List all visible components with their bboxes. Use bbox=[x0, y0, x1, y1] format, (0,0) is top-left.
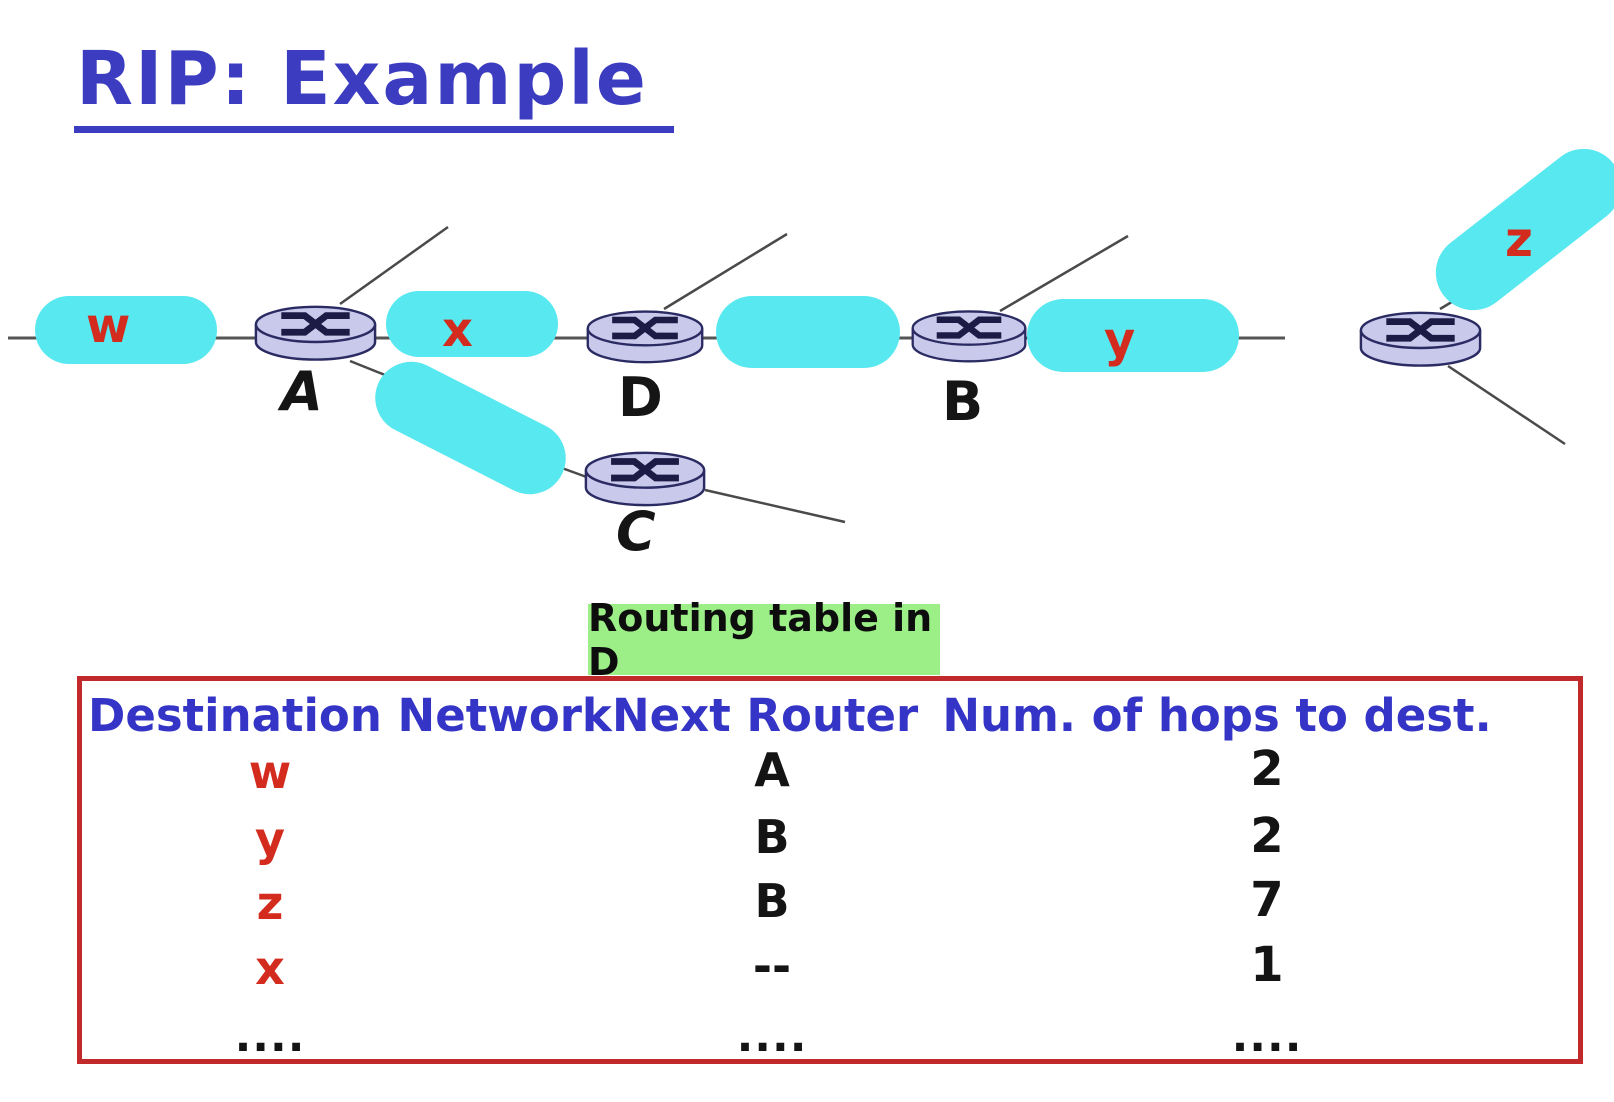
table-cell-dest: y bbox=[255, 812, 285, 866]
routing-table: Destination Network Next Router Num. of … bbox=[77, 676, 1583, 1064]
router-label-A: A bbox=[281, 360, 323, 423]
router-right bbox=[1357, 306, 1484, 373]
table-cell-dest: x bbox=[255, 941, 285, 995]
router-label-B: B bbox=[942, 370, 984, 433]
routing-table-caption-text: Routing table in D bbox=[588, 595, 933, 684]
network-label-z: z bbox=[1505, 212, 1533, 268]
page-title: RIP: Example bbox=[74, 36, 674, 133]
router-A bbox=[252, 300, 379, 367]
table-cell-next: A bbox=[754, 743, 790, 797]
router-D bbox=[584, 305, 706, 369]
router-B bbox=[909, 305, 1029, 368]
table-cell-next: -- bbox=[752, 939, 792, 993]
switch-fabric-icon bbox=[936, 316, 1002, 339]
column-header-num-hops: Num. of hops to dest. bbox=[942, 689, 1492, 742]
table-cell-dest: .... bbox=[234, 1011, 306, 1062]
table-cell-hops: 2 bbox=[1250, 741, 1284, 797]
column-header-destination: Destination Network bbox=[88, 689, 612, 742]
network-cloud-y bbox=[1027, 299, 1239, 372]
switch-fabric-icon bbox=[611, 458, 679, 482]
table-cell-next: B bbox=[754, 874, 790, 928]
router-C bbox=[582, 446, 708, 512]
network-cloud-mid bbox=[716, 296, 900, 368]
router-icon bbox=[584, 451, 706, 507]
table-cell-dest: w bbox=[248, 745, 292, 799]
router-icon bbox=[586, 310, 704, 364]
router-label-C: C bbox=[616, 500, 656, 563]
router-icon bbox=[911, 310, 1027, 363]
router-label-D: D bbox=[618, 366, 663, 429]
network-cloud-w bbox=[35, 296, 217, 364]
network-label-w: w bbox=[86, 298, 131, 354]
switch-fabric-icon bbox=[612, 316, 678, 340]
routing-table-caption: Routing table in D bbox=[588, 596, 940, 684]
table-cell-next: .... bbox=[736, 1011, 808, 1062]
network-label-y: y bbox=[1104, 312, 1136, 368]
table-cell-hops: .... bbox=[1231, 1011, 1303, 1062]
network-label-x: x bbox=[442, 302, 473, 358]
network-cloud-x bbox=[386, 291, 558, 357]
table-cell-hops: 1 bbox=[1250, 937, 1284, 993]
table-cell-dest: z bbox=[256, 876, 284, 930]
table-cell-hops: 7 bbox=[1250, 872, 1284, 928]
router-icon bbox=[254, 305, 377, 361]
table-cell-hops: 2 bbox=[1250, 808, 1284, 864]
column-header-next-router: Next Router bbox=[612, 689, 919, 742]
switch-fabric-icon bbox=[1386, 318, 1455, 342]
router-icon bbox=[1359, 311, 1482, 367]
table-cell-next: B bbox=[754, 810, 790, 864]
switch-fabric-icon bbox=[281, 312, 350, 336]
